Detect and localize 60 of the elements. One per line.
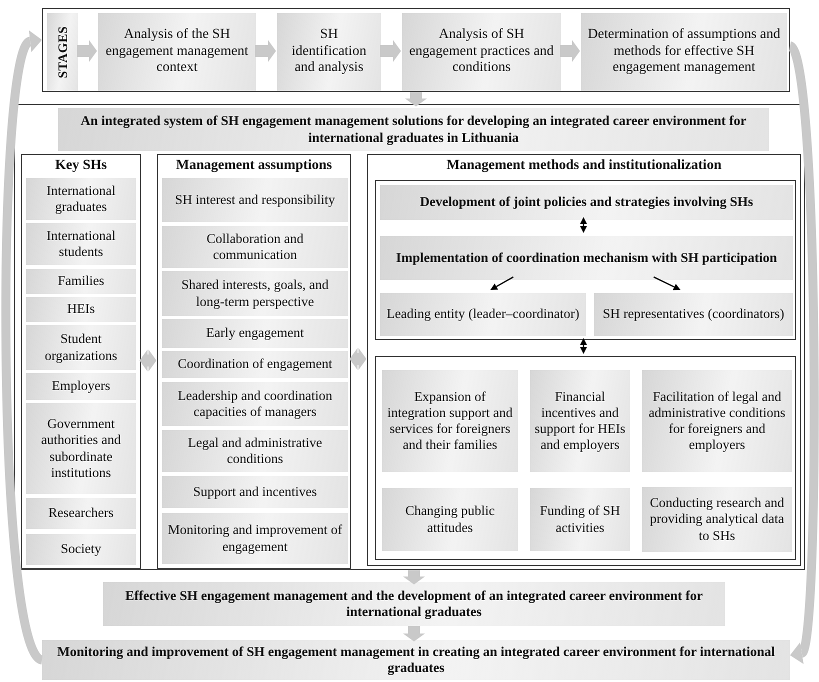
block-arrow bbox=[380, 40, 401, 62]
monitoring-band: Monitoring and improvement of SH engagement management in creating an integrated career environment for international graduates bbox=[42, 640, 790, 680]
block-arrow bbox=[350, 348, 366, 370]
assumption-box: Shared interests, goals, and long-term perspective bbox=[162, 271, 348, 316]
stakeholder-box: Government authorities and subordinate institutions bbox=[26, 403, 136, 494]
column-frame bbox=[367, 154, 801, 566]
stakeholder-box: Student organizations bbox=[26, 325, 136, 370]
arrow bbox=[653, 276, 681, 290]
stakeholder-box: Employers bbox=[26, 373, 136, 400]
block-arrow bbox=[140, 350, 156, 372]
assumption-box: Collaboration and communication bbox=[162, 226, 348, 268]
stakeholder-box: International graduates bbox=[26, 178, 136, 220]
arrow bbox=[580, 217, 587, 233]
assumption-box: Support and incentives bbox=[162, 476, 348, 508]
method-box: Changing public attitudes bbox=[382, 488, 518, 551]
method-box: Development of joint policies and strategies involving SHs bbox=[380, 185, 793, 220]
curved-arrow bbox=[786, 44, 819, 665]
assumption-box: Early engagement bbox=[162, 319, 348, 348]
system-title: An integrated system of SH engagement management solutions for developing an integrated career environment for international graduates in Lithuania bbox=[58, 108, 769, 151]
method-box: Funding of SH activities bbox=[530, 488, 630, 551]
block-arrow bbox=[405, 92, 427, 106]
methods-frame bbox=[375, 356, 796, 560]
block-arrow bbox=[403, 626, 425, 642]
outcome-band: Effective SH engagement management and the development of an integrated career environment for international graduates bbox=[103, 582, 725, 626]
block-arrow bbox=[255, 40, 276, 62]
column-heading: Management methods and institutionalization bbox=[446, 157, 722, 175]
block-arrow bbox=[77, 40, 97, 62]
coordinator-box: Leading entity (leader–coordinator) bbox=[380, 293, 586, 336]
column-frame bbox=[157, 154, 351, 569]
stakeholder-box: HEIs bbox=[26, 297, 136, 322]
assumption-box: Legal and administrative conditions bbox=[162, 430, 348, 472]
assumption-box: Monitoring and improvement of engagement bbox=[162, 513, 348, 564]
stage-box: Analysis of the SH engagement management context bbox=[98, 13, 256, 91]
column-heading: Management assumptions bbox=[176, 157, 332, 175]
stakeholder-box: Families bbox=[26, 269, 136, 294]
stages-frame bbox=[42, 8, 790, 92]
stage-box: Analysis of SH engagement practices and conditions bbox=[402, 13, 561, 91]
method-box: Conducting research and providing analytical data to SHs bbox=[642, 487, 792, 552]
block-arrow bbox=[403, 570, 425, 584]
coordinator-box: SH representatives (coordinators) bbox=[594, 293, 793, 336]
column-heading: Key SHs bbox=[55, 157, 107, 175]
block-arrow bbox=[560, 40, 580, 62]
stakeholder-box: Society bbox=[26, 534, 136, 565]
assumption-box: SH interest and responsibility bbox=[162, 178, 348, 222]
stakeholder-box: Researchers bbox=[26, 498, 136, 529]
stage-box: SH identification and analysis bbox=[277, 13, 381, 91]
stakeholder-box: International students bbox=[26, 223, 136, 265]
stages-label: STAGES bbox=[47, 13, 78, 91]
stage-box: Determination of assumptions and methods for effective SH engagement management bbox=[581, 13, 787, 91]
method-box: Expansion of integration support and services for foreigners and their families bbox=[382, 370, 518, 472]
system-frame bbox=[14, 104, 805, 570]
arrow bbox=[490, 276, 514, 290]
assumption-box: Leadership and coordination capacities of managers bbox=[162, 382, 348, 426]
methods-frame bbox=[375, 180, 796, 340]
arrow bbox=[580, 338, 587, 354]
column-frame bbox=[21, 154, 141, 569]
method-box: Financial incentives and support for HEIs and employers bbox=[530, 370, 630, 472]
assumption-box: Coordination of engagement bbox=[162, 351, 348, 378]
method-box: Implementation of coordination mechanism with SH participation bbox=[380, 236, 793, 280]
method-box: Facilitation of legal and administrative conditions for foreigners and employers bbox=[642, 370, 792, 472]
